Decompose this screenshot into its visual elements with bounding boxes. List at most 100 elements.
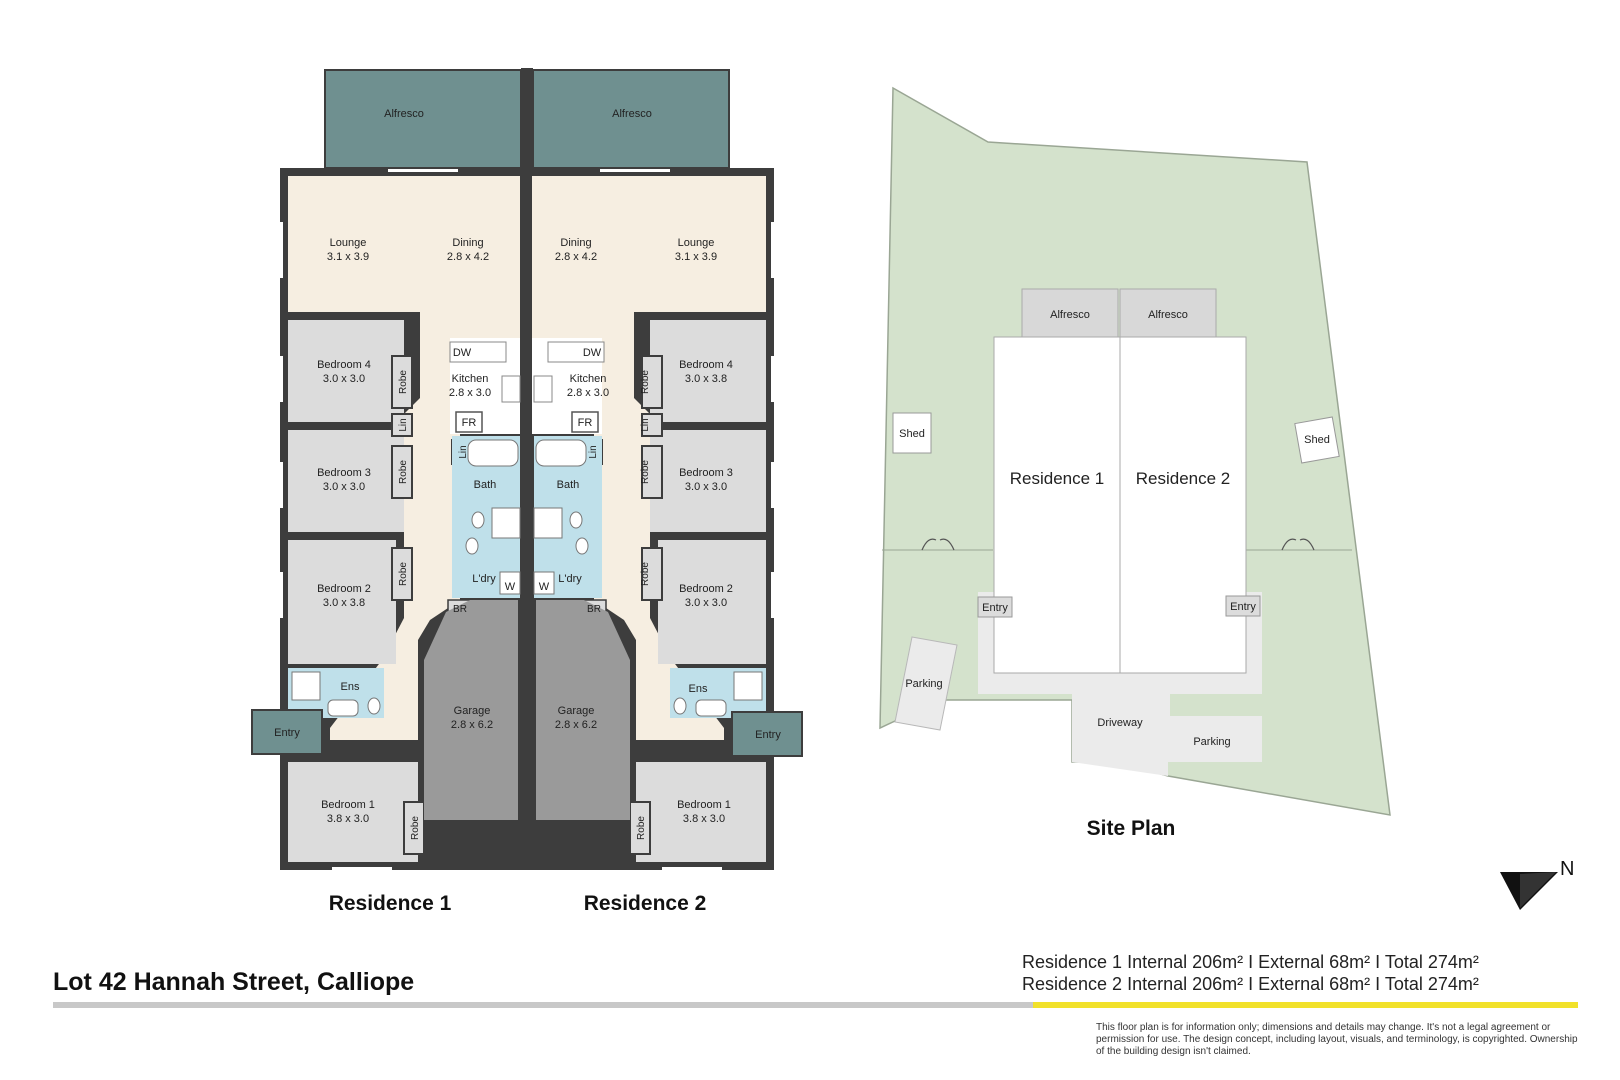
site-parking-2-label: Parking bbox=[1193, 736, 1230, 748]
bedroom-2-2 bbox=[658, 540, 766, 664]
r1-bed3-size: 3.0 x 3.0 bbox=[323, 481, 365, 493]
site-shed-2-label: Shed bbox=[1304, 434, 1330, 446]
r1-robe1-label: Robe bbox=[410, 816, 421, 840]
bedroom-3-1 bbox=[288, 430, 404, 532]
floor-plan: Alfresco Lounge 3.1 x 3.9 Dining 2.8 x 4… bbox=[251, 68, 803, 915]
site-alfresco-2-label: Alfresco bbox=[1148, 309, 1188, 321]
site-alfresco-1-label: Alfresco bbox=[1050, 309, 1090, 321]
r1-garage-label: Garage bbox=[454, 705, 491, 717]
site-entry-1 bbox=[977, 596, 1013, 618]
site-residence-2-label: Residence 2 bbox=[1136, 469, 1231, 488]
residence-2-title: Residence 2 bbox=[584, 892, 707, 915]
site-entry-1-label: Entry bbox=[982, 602, 1008, 614]
r2-garage-size: 2.8 x 6.2 bbox=[555, 719, 597, 731]
r1-dining-label: Dining bbox=[452, 237, 483, 249]
r2-bed1-size: 3.8 x 3.0 bbox=[683, 813, 725, 825]
r1-robe2-label: Robe bbox=[398, 562, 409, 586]
r2-robe1-label: Robe bbox=[636, 816, 647, 840]
site-plan: Alfresco Alfresco Residence 1 Residence … bbox=[879, 86, 1391, 840]
r2-lin2-label: Lin bbox=[588, 445, 599, 458]
entry-2 bbox=[731, 711, 803, 757]
bedroom-1-1 bbox=[288, 762, 418, 862]
bedroom-4-2 bbox=[650, 320, 766, 422]
garage-1 bbox=[424, 600, 518, 820]
r2-fr-label: FR bbox=[578, 417, 593, 429]
r2-bed4-size: 3.0 x 3.8 bbox=[685, 373, 727, 385]
residence-1-area-summary: Residence 1 Internal 206m² I External 68… bbox=[1022, 952, 1479, 972]
r2-bath-label: Bath bbox=[557, 479, 580, 491]
r2-robe2-label: Robe bbox=[640, 562, 651, 586]
r2-w-label: W bbox=[539, 581, 550, 593]
bedroom-2-1 bbox=[288, 540, 396, 664]
disclaimer-text: This floor plan is for information only;… bbox=[1096, 1022, 1578, 1057]
r2-alfresco-label: Alfresco bbox=[612, 108, 652, 120]
r2-bed3-size: 3.0 x 3.0 bbox=[685, 481, 727, 493]
r2-dining-size: 2.8 x 4.2 bbox=[555, 251, 597, 263]
site-shed-1 bbox=[892, 412, 932, 454]
r1-bed4-size: 3.0 x 3.0 bbox=[323, 373, 365, 385]
r2-bed2-size: 3.0 x 3.0 bbox=[685, 597, 727, 609]
r1-lin2-label: Lin bbox=[458, 445, 469, 458]
r2-dw-label: DW bbox=[583, 347, 602, 359]
site-residence-1-label: Residence 1 bbox=[1010, 469, 1105, 488]
property-address: Lot 42 Hannah Street, Calliope bbox=[53, 968, 415, 996]
r2-lounge-size: 3.1 x 3.9 bbox=[675, 251, 717, 263]
alfresco-2 bbox=[532, 69, 730, 169]
bedroom-3-2 bbox=[650, 430, 766, 532]
r1-robe3-label: Robe bbox=[398, 460, 409, 484]
r1-kitchen-size: 2.8 x 3.0 bbox=[449, 387, 491, 399]
r1-alfresco-label: Alfresco bbox=[384, 108, 424, 120]
r1-bed3-label: Bedroom 3 bbox=[317, 467, 371, 479]
r1-dw-label: DW bbox=[453, 347, 472, 359]
r2-entry-label: Entry bbox=[755, 729, 781, 741]
r2-lounge-label: Lounge bbox=[678, 237, 715, 249]
site-entry-2-label: Entry bbox=[1230, 601, 1256, 613]
r1-w-label: W bbox=[505, 581, 516, 593]
r1-laundry-label: L'dry bbox=[472, 573, 496, 585]
residence-2-area-summary: Residence 2 Internal 206m² I External 68… bbox=[1022, 974, 1479, 994]
r1-bed1-label: Bedroom 1 bbox=[321, 799, 375, 811]
r1-bed2-size: 3.0 x 3.8 bbox=[323, 597, 365, 609]
residence-1-title: Residence 1 bbox=[329, 892, 452, 915]
r2-bed4-label: Bedroom 4 bbox=[679, 359, 733, 371]
r1-bed4-label: Bedroom 4 bbox=[317, 359, 371, 371]
r2-garage-label: Garage bbox=[558, 705, 595, 717]
site-entry-2 bbox=[1225, 595, 1261, 617]
r1-dining-size: 2.8 x 4.2 bbox=[447, 251, 489, 263]
site-residence-2 bbox=[1119, 336, 1247, 674]
site-paving bbox=[978, 592, 1262, 776]
alfresco-1 bbox=[324, 69, 522, 169]
r1-entry-label: Entry bbox=[274, 727, 300, 739]
r2-ensuite-label: Ens bbox=[689, 683, 708, 695]
r1-lounge-size: 3.1 x 3.9 bbox=[327, 251, 369, 263]
r1-lounge-label: Lounge bbox=[330, 237, 367, 249]
r1-bed2-label: Bedroom 2 bbox=[317, 583, 371, 595]
bedroom-1-2 bbox=[636, 762, 766, 862]
r1-fr-label: FR bbox=[462, 417, 477, 429]
site-alfresco-1 bbox=[1021, 288, 1119, 338]
r2-br-label: BR bbox=[587, 604, 601, 615]
footer-divider-accent bbox=[1033, 1002, 1578, 1008]
r2-laundry-label: L'dry bbox=[558, 573, 582, 585]
site-parking-1-label: Parking bbox=[905, 678, 942, 690]
bedroom-4-1 bbox=[288, 320, 404, 422]
r2-robe3-label: Robe bbox=[640, 460, 651, 484]
site-residence-1 bbox=[993, 336, 1121, 674]
r1-bed1-size: 3.8 x 3.0 bbox=[327, 813, 369, 825]
r1-robe4-label: Robe bbox=[398, 370, 409, 394]
entry-1 bbox=[251, 709, 323, 755]
r2-kitchen-size: 2.8 x 3.0 bbox=[567, 387, 609, 399]
r1-garage-size: 2.8 x 6.2 bbox=[451, 719, 493, 731]
r1-lin-label: Lin bbox=[398, 418, 409, 431]
garage-2 bbox=[536, 600, 630, 820]
r2-bed1-label: Bedroom 1 bbox=[677, 799, 731, 811]
r1-ensuite-label: Ens bbox=[341, 681, 360, 693]
r2-bed2-label: Bedroom 2 bbox=[679, 583, 733, 595]
site-shed-2 bbox=[1294, 416, 1340, 464]
r2-dining-label: Dining bbox=[560, 237, 591, 249]
r2-lin-label: Lin bbox=[640, 418, 651, 431]
site-parking-left bbox=[894, 636, 958, 731]
r1-br-label: BR bbox=[453, 604, 467, 615]
north-label: N bbox=[1560, 858, 1575, 880]
